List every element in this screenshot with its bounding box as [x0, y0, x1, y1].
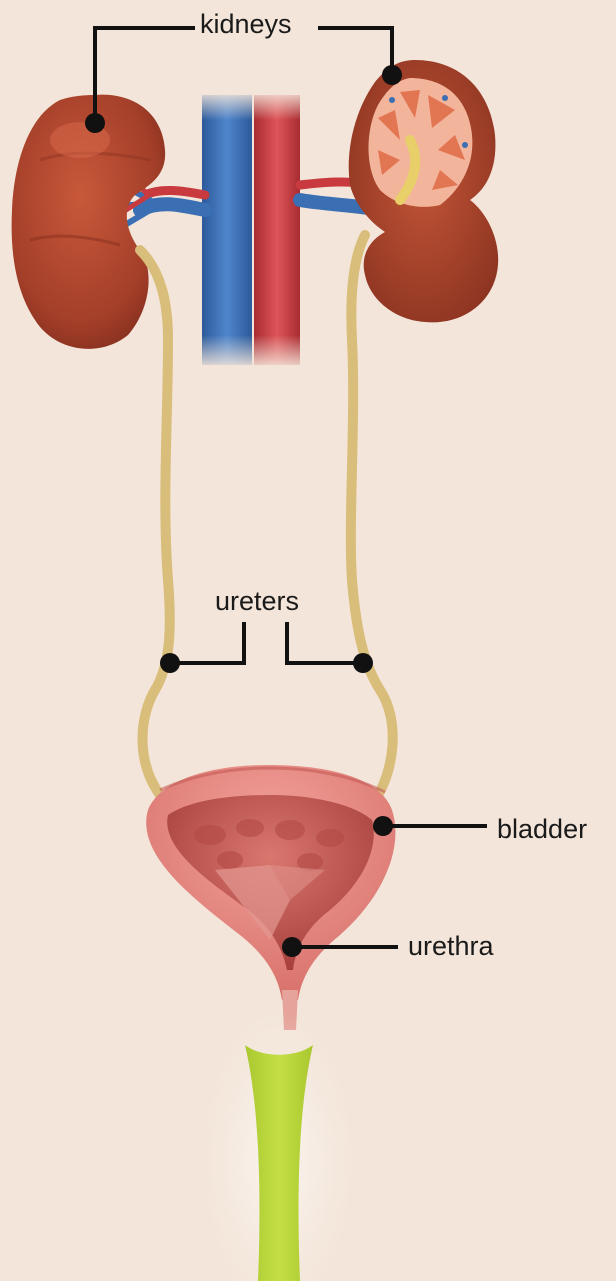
- left-ureter: [140, 250, 170, 795]
- ureters-label: ureters: [215, 588, 299, 615]
- vena-cava: [202, 95, 252, 365]
- bladder-shape: [146, 765, 395, 1000]
- kidneys-leader-right: [318, 28, 392, 75]
- aorta: [254, 95, 300, 365]
- urine-stream: [203, 1010, 353, 1281]
- right-kidney: [349, 60, 498, 322]
- kidneys-label: kidneys: [200, 11, 292, 38]
- ureters-leader-left: [170, 622, 244, 663]
- great-vessels: [195, 90, 307, 370]
- left-kidney: [12, 95, 166, 349]
- urethra-label: urethra: [408, 933, 494, 960]
- right-ureter: [351, 235, 393, 800]
- ureters-leader-right: [287, 622, 363, 663]
- bladder-label: bladder: [497, 816, 587, 843]
